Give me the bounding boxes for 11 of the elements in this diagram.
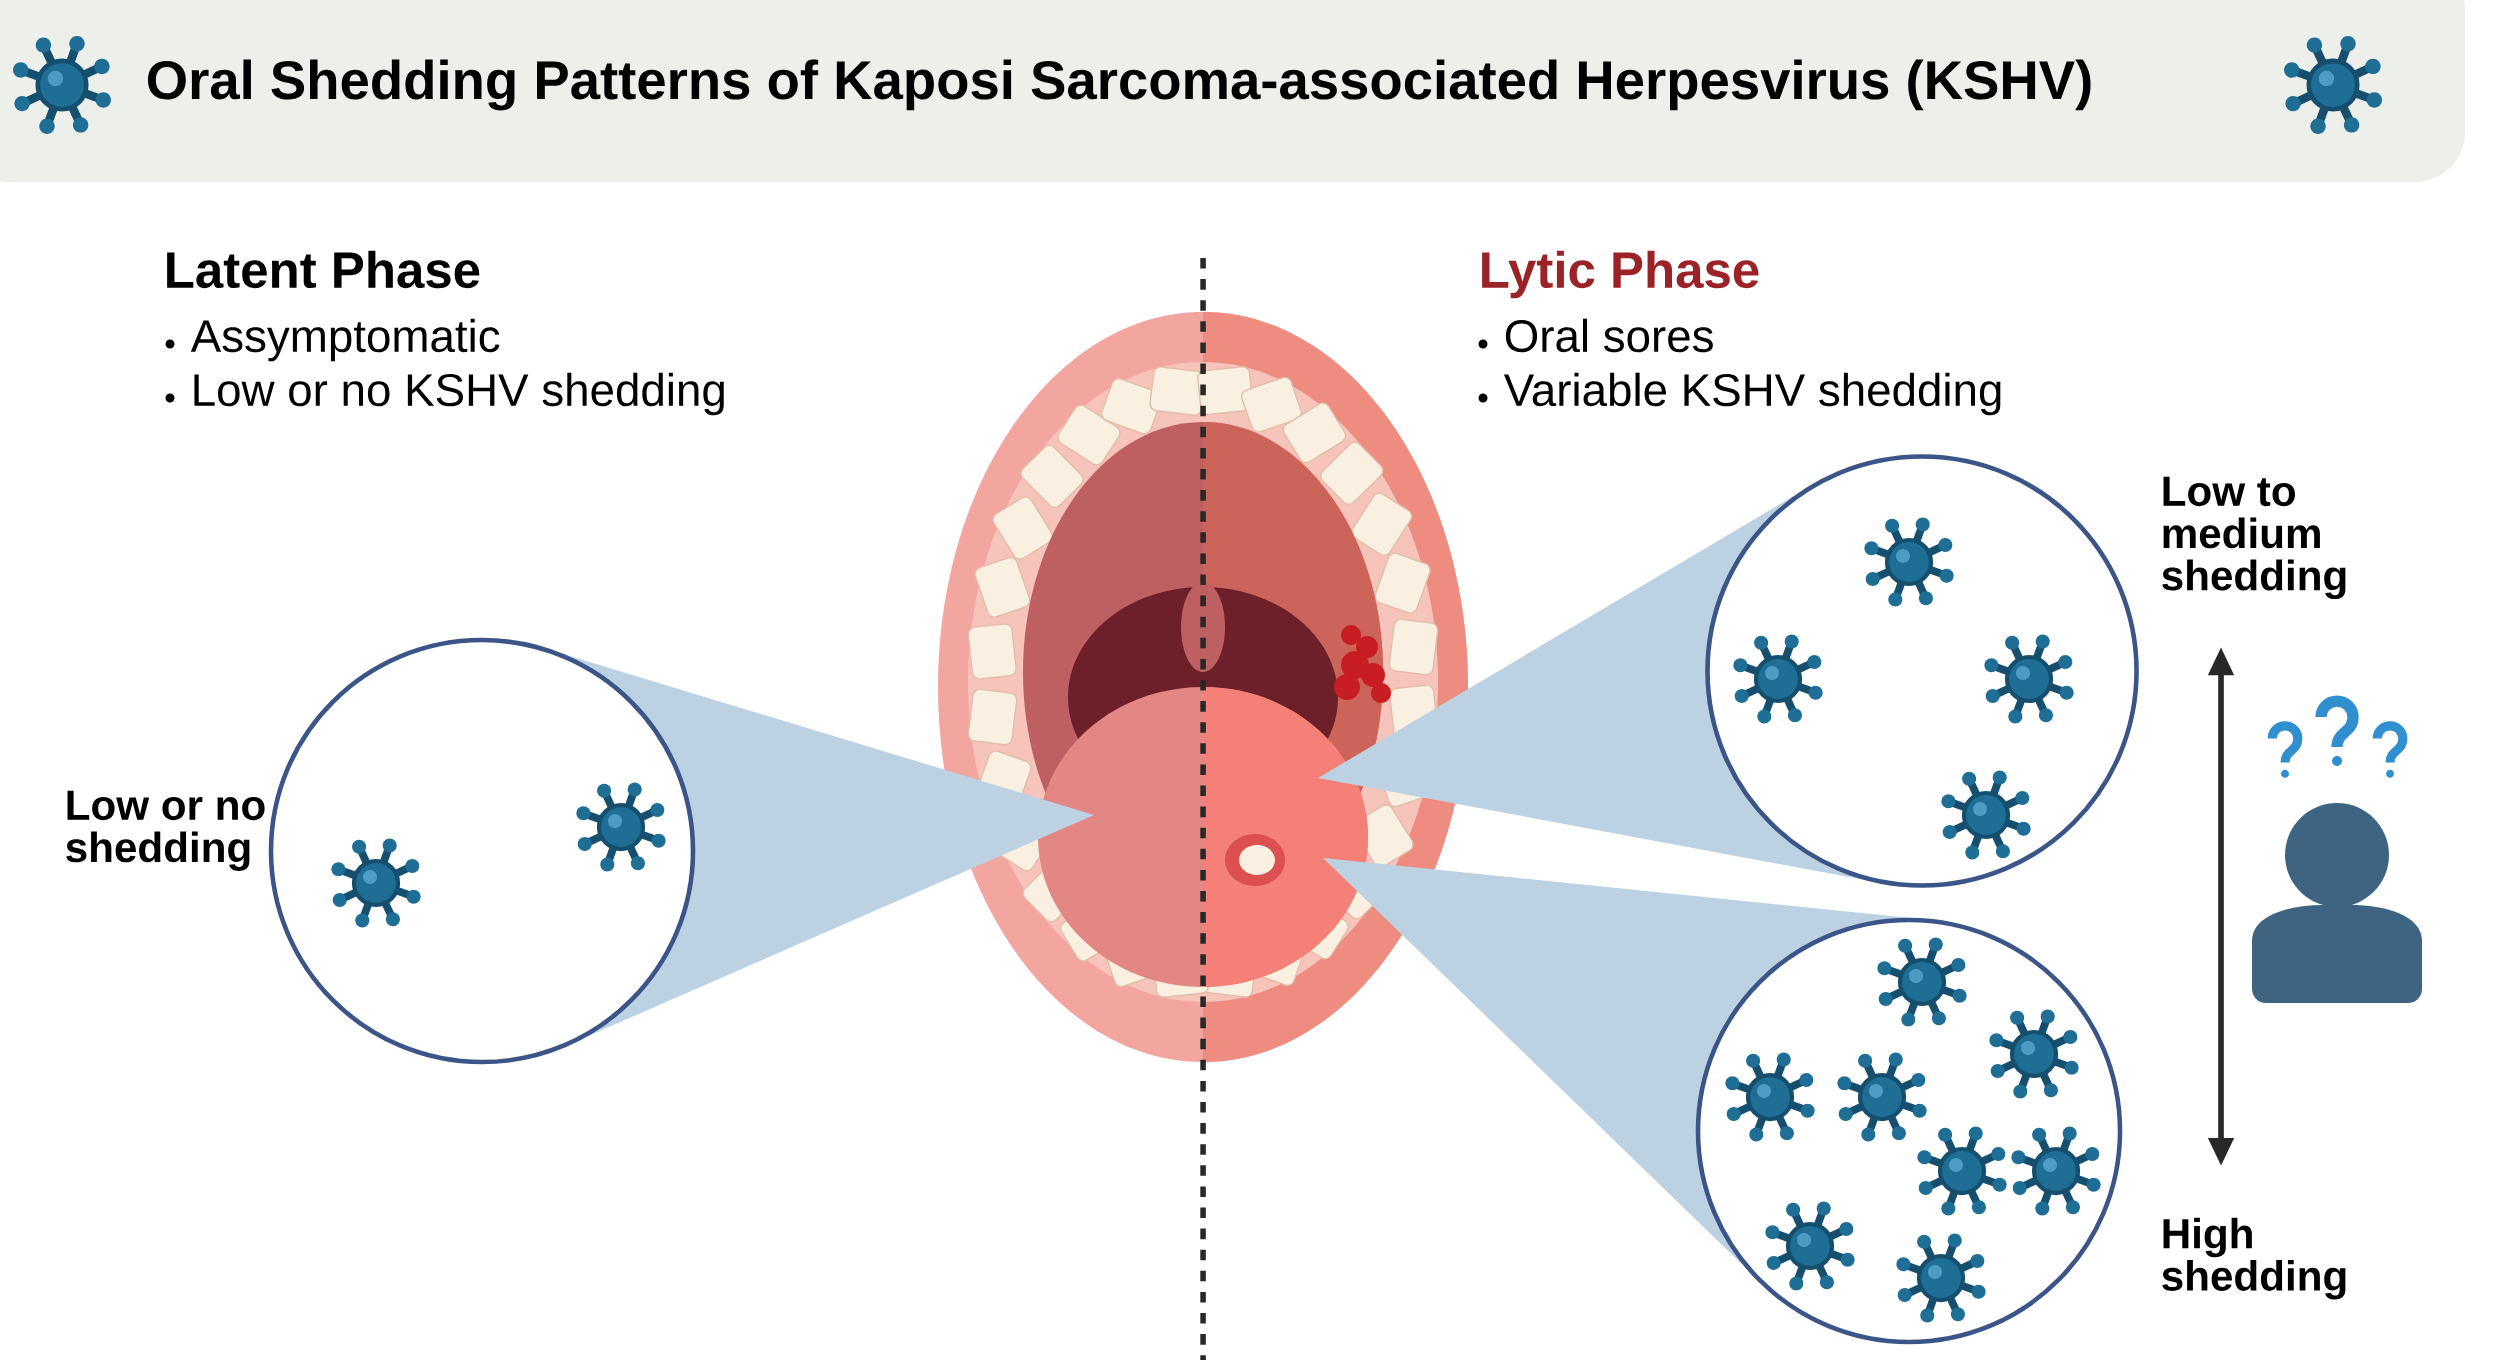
- title-banner: Oral Shedding Patterns of Kaposi Sarcoma-associated Herpesvirus (KSHV): [0, 0, 2465, 182]
- shedding-label: Low or no shedding: [66, 790, 265, 871]
- bullet-text: Low or no KSHV shedding: [194, 372, 724, 416]
- phase-heading: Latent Phase: [167, 250, 480, 289]
- bullet-text: Variable KSHV shedding: [1503, 372, 2001, 416]
- magnified-view-circle: [268, 637, 696, 1065]
- shedding-label: High shedding: [2162, 1217, 2346, 1300]
- bullet-text: Oral sores: [1505, 318, 1713, 353]
- phase-heading: Lytic Phase: [1482, 250, 1759, 299]
- bullet-text: Assymptomatic: [190, 318, 500, 362]
- magnified-view-circle: [1705, 454, 2139, 888]
